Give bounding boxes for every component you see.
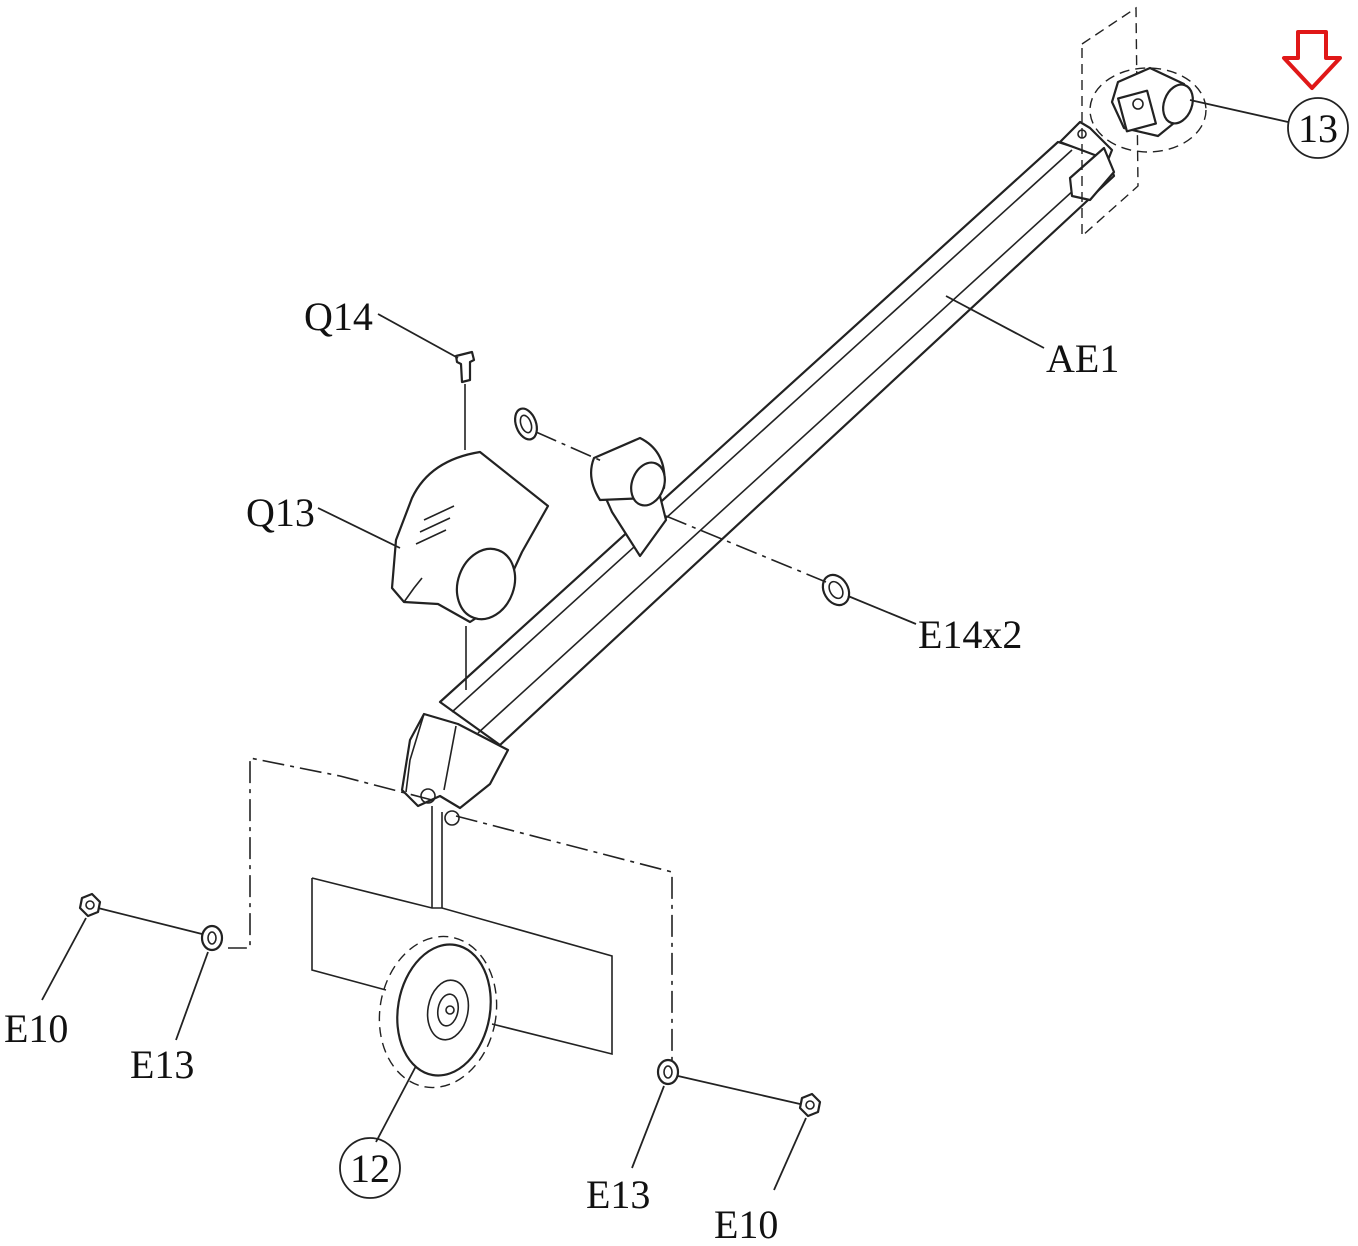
- washer-e13-right: [656, 1058, 680, 1086]
- label-e13-left: E13: [130, 1042, 194, 1087]
- washer-e13-left: [200, 924, 224, 952]
- label-e10-right: E10: [714, 1202, 778, 1246]
- callout-13: 13: [1287, 97, 1349, 159]
- arrow-down-icon: [1282, 30, 1342, 90]
- e14-axis-line: [535, 431, 827, 583]
- label-13: 13: [1298, 106, 1338, 151]
- callout-12: 12: [339, 1137, 401, 1199]
- label-e10-left: E10: [4, 1006, 68, 1051]
- tube-mount-bracket: [589, 436, 668, 558]
- left-fastener-axis: [97, 907, 203, 935]
- wheel-bracket-frame: [311, 806, 613, 1056]
- nut-e10-left: [78, 892, 102, 918]
- right-fastener-axis: [677, 1075, 801, 1105]
- label-q14: Q14: [304, 294, 373, 339]
- part-13-assembly: [1081, 6, 1207, 238]
- right-explode-axis: [455, 815, 673, 1060]
- tube-ae1: [438, 120, 1116, 747]
- screw-q14: [454, 350, 476, 450]
- cover-q13: [390, 450, 550, 690]
- bottom-fork: [400, 712, 510, 826]
- label-e14: E14x2: [918, 612, 1022, 657]
- wheel-12: [378, 935, 498, 1089]
- label-q13: Q13: [246, 490, 315, 535]
- label-e13-right: E13: [586, 1172, 650, 1217]
- label-12: 12: [350, 1146, 390, 1191]
- left-explode-axis: [228, 757, 433, 949]
- washer-e14-bottom: [821, 573, 851, 607]
- washer-e14-top: [514, 407, 538, 441]
- nut-e10-right: [798, 1092, 822, 1118]
- leader-lines: [41, 99, 1289, 1191]
- label-ae1: AE1: [1046, 336, 1119, 381]
